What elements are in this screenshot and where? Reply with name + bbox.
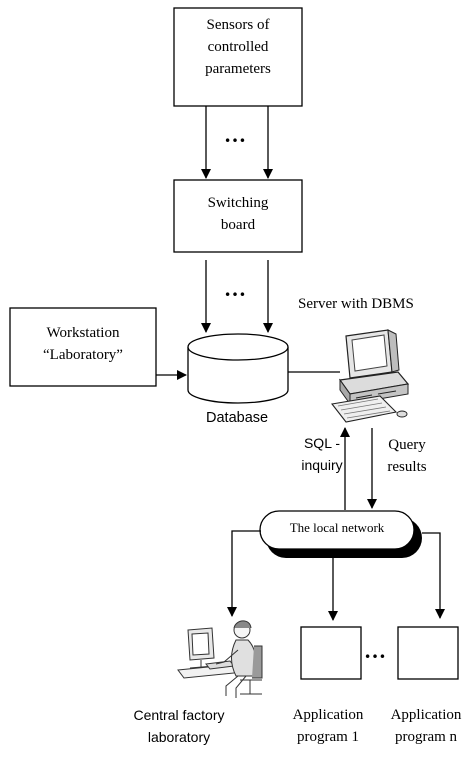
switching-board-label: Switching board <box>174 192 302 236</box>
sensors-label-line-3: parameters <box>205 61 271 77</box>
workstation-label-line-1: Workstation <box>46 325 120 341</box>
server-computer-icon <box>330 329 410 423</box>
app1-box <box>300 626 362 680</box>
appn-line-1: Application <box>390 707 462 723</box>
query-results-label: Query results <box>374 434 440 478</box>
query-results-line-2: results <box>387 459 427 475</box>
arrow-network-to-appn <box>422 532 445 619</box>
ellipsis-top: … <box>224 122 246 147</box>
switching-board-box <box>173 179 303 253</box>
workstation-label-line-2: “Laboratory” <box>43 347 123 363</box>
appn-box <box>397 626 459 680</box>
database-cylinder <box>187 333 289 404</box>
ellipsis-middle: … <box>224 276 246 301</box>
server-label: Server with DBMS <box>298 296 414 312</box>
query-results-line-1: Query <box>388 437 426 453</box>
central-lab-line-1: Central factory <box>133 707 225 723</box>
sql-inquiry-label: SQL - inquiry <box>296 432 348 476</box>
appn-line-2: program n <box>394 729 458 745</box>
sensors-box <box>173 7 303 107</box>
appn-label: Application program n <box>378 704 474 748</box>
sql-inquiry-line-1: SQL - <box>303 435 341 451</box>
switching-board-label-line-1: Switching <box>207 195 269 211</box>
sensors-label: Sensors of controlled parameters <box>174 14 302 80</box>
central-lab-line-2: laboratory <box>147 729 211 745</box>
app1-label: Application program 1 <box>278 704 378 748</box>
person-at-computer-icon <box>177 620 263 698</box>
ellipsis-apps: … <box>364 638 386 663</box>
central-lab-label: Central factory laboratory <box>118 704 240 748</box>
database-label: Database <box>206 410 269 426</box>
switching-board-label-line-2: board <box>220 217 256 233</box>
local-network-shape <box>259 510 422 558</box>
workstation-label: Workstation “Laboratory” <box>10 322 156 366</box>
app1-line-1: Application <box>292 707 364 723</box>
workstation-box <box>9 307 157 387</box>
arrow-network-to-central-lab <box>227 530 261 617</box>
local-network-label: The local network <box>289 520 385 535</box>
sensors-label-line-1: Sensors of <box>206 17 270 33</box>
sensors-label-line-2: controlled <box>207 39 269 55</box>
app1-line-2: program 1 <box>296 729 360 745</box>
sql-inquiry-line-2: inquiry <box>301 457 343 473</box>
